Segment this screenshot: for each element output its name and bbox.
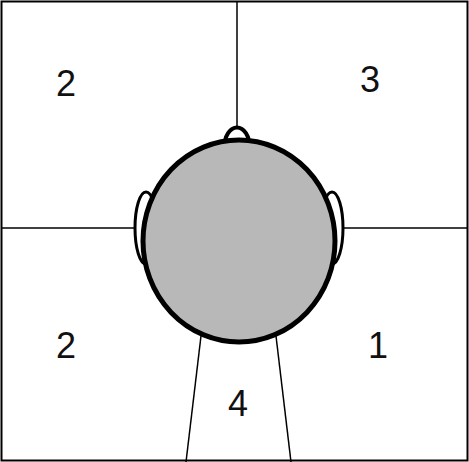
region-number: 3 [360,62,380,98]
zone-line [186,336,201,462]
region-number: 2 [56,328,76,364]
divider-line [236,1,238,132]
divider-line [343,227,468,229]
head [143,140,335,342]
zone-line [276,336,291,462]
divider-line [1,227,135,229]
region-number: 1 [368,328,388,364]
region-number: 4 [228,386,248,422]
region-number: 2 [56,66,76,102]
